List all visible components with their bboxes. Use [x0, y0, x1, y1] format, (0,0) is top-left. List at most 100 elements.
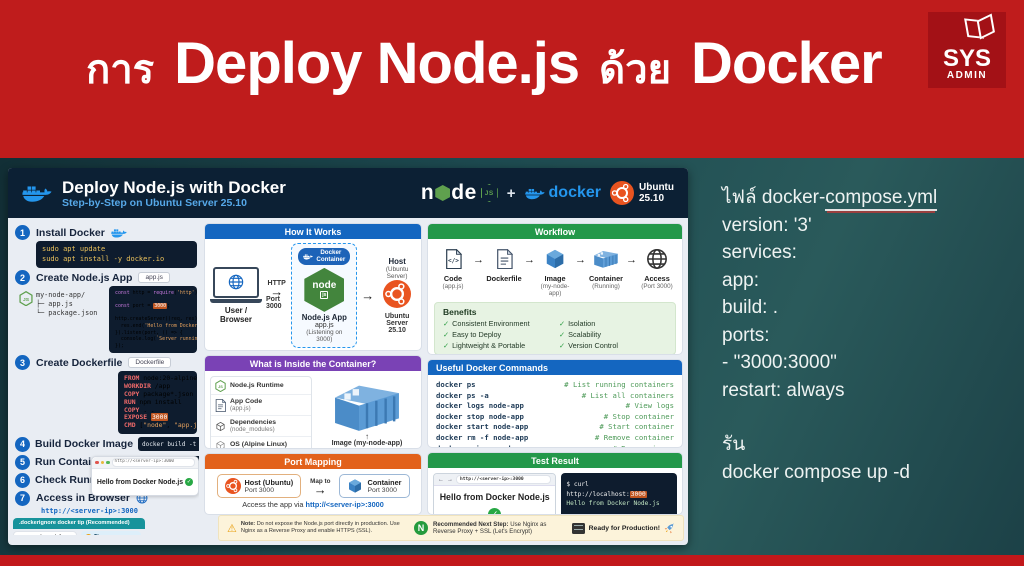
back-icon[interactable]: ← — [438, 476, 444, 483]
docker-whale-icon — [303, 253, 314, 260]
http-arrow: HTTP → Port 3000 — [266, 280, 286, 311]
benefit-item: ✓Lightweight & Portable — [443, 341, 526, 350]
globe-icon — [637, 246, 677, 272]
check-icon: ✓ — [488, 508, 502, 514]
dockerignore-header: .dockerignore docker tip (Recommended) — [13, 517, 145, 529]
code-line: http.createServer((req, res) => { — [115, 316, 197, 323]
step-label: Build Docker Image — [35, 438, 134, 451]
docker-wordmark: docker — [524, 184, 601, 202]
svg-text:JS: JS — [218, 384, 223, 388]
step-label: Run Container — [35, 456, 108, 469]
globe-icon — [136, 492, 148, 504]
command-row: docker start node-app# Start container — [436, 422, 674, 432]
ready-note: Ready for Production! — [571, 522, 675, 534]
appjs-tab[interactable]: app.js — [138, 272, 170, 283]
run-label: รัน — [722, 434, 746, 455]
ubuntu-logo-icon — [383, 279, 412, 308]
code-line: }); — [115, 342, 124, 349]
build-command: docker build -t my-node-app . — [138, 437, 199, 452]
command-row: docker stop node-app# Stop container — [436, 411, 674, 421]
command-row: docker ps# List running containers — [436, 380, 674, 389]
arrow-up-icon: ↑ — [365, 432, 369, 442]
benefit-item: ✓Consistent Environment — [443, 319, 530, 328]
container-content-item: Dependencies(node_modules) — [211, 416, 311, 438]
workflow-node: Access(Port 3000) — [637, 246, 677, 290]
cube-icon — [347, 478, 363, 494]
server-url-link[interactable]: http://<server-ip>:3000 — [41, 506, 138, 515]
container-graphic: ↑ Image (my-node-app) — [318, 376, 416, 448]
js-hexagon-icon: JS — [480, 184, 498, 202]
code-line: RUN npm install — [124, 397, 182, 406]
command-row: docker rmi my-node-app# Remove image — [428, 444, 682, 447]
docker-whale-icon — [524, 186, 545, 200]
workflow-node: Dockerfile — [484, 246, 524, 283]
code-line: WORKDIR /app — [124, 382, 171, 391]
node-hex-icon: JS — [19, 291, 33, 353]
container-port-chip: Container Port 3000 — [339, 474, 410, 498]
browser-toolbar: ←→ http://<server-ip>:3000 — [434, 474, 556, 486]
logo-sys-text: SYS — [942, 45, 992, 72]
command-row: docker ps -a# List all containers — [436, 390, 674, 400]
dockerignore-section: .dockerignore docker tip (Recommended) n… — [13, 517, 145, 535]
app-url-link[interactable]: http://<server-ip>:3000 — [305, 500, 384, 509]
panel-title: What is Inside the Container? — [205, 356, 421, 371]
laptop-icon — [213, 266, 259, 298]
step-number: 7 — [15, 490, 30, 506]
step-number: 1 — [15, 225, 30, 240]
result-text: Hello from Docker Node.js — [439, 492, 550, 502]
compose-notes: ไฟล์ docker-compose.yml version: '3'serv… — [722, 184, 1014, 486]
svg-text:JS: JS — [23, 297, 30, 303]
code-line: res.end('Hello from Docker Node.js\n'); — [115, 322, 197, 329]
container-content-item: OS (Alpine Linux) — [211, 437, 311, 448]
code-line: CMD ["node", "app.js"] — [124, 421, 197, 430]
maximize-icon[interactable] — [106, 460, 110, 465]
command-row: docker logs node-app# View logs — [436, 401, 674, 411]
docker-whale-icon — [22, 182, 52, 204]
run-command: docker compose up -d — [722, 461, 910, 483]
panel-how-it-works: How It Works User / Browser HTTP — [204, 223, 422, 351]
text-line: restart: always — [722, 379, 845, 401]
middle-column: How It Works User / Browser HTTP — [204, 223, 422, 535]
sysadmin-logo: SYS ADMIN — [928, 12, 1006, 88]
svg-text:</>: </> — [448, 257, 459, 264]
server-icon — [571, 522, 585, 534]
nginx-icon: N — [414, 521, 428, 535]
browser-url-field[interactable]: http://<server-ip>:3000 — [456, 475, 552, 484]
step-3: 3 Create Dockerfile Dockerfile — [15, 355, 197, 371]
step-label: Create Node.js App — [36, 271, 133, 284]
node-icon: JS — [215, 379, 226, 392]
step-1: 1 Install Docker — [15, 225, 197, 240]
panel-test-result: Test Result ←→ http://<server-ip>:3000 H… — [427, 452, 683, 515]
text-line: - "3000:3000" — [722, 352, 837, 373]
access-caption: Access the app via http://<server-ip>:30… — [242, 500, 384, 509]
title-thai-1: การ — [86, 48, 155, 92]
dockerfile-tab[interactable]: Dockerfile — [128, 357, 172, 369]
browser-url-field[interactable]: http://<server-ip>:3000 — [111, 458, 195, 467]
step-4: 4 Build Docker Image docker build -t my-… — [15, 436, 199, 452]
text-line: version: '3' — [722, 214, 812, 236]
forward-icon[interactable]: → — [447, 476, 453, 483]
code-line — [115, 310, 191, 317]
dependencies-icon — [215, 421, 226, 432]
panel-title: Test Result — [428, 453, 682, 468]
node-hexagon-icon — [435, 185, 451, 201]
production-note: ⚠ Note: Do not expose the Node.js port d… — [227, 521, 400, 535]
close-icon[interactable] — [95, 460, 99, 465]
code-line: FROM node:20-alpine — [124, 374, 197, 383]
infographic-subtitle: Step-by-Step on Ubuntu Server 25.10 — [62, 196, 247, 209]
shipping-container-icon — [321, 383, 413, 434]
arrow-icon: → — [361, 287, 375, 303]
result-browser-window: ←→ http://<server-ip>:3000 Hello from Do… — [433, 473, 557, 514]
arrow-icon: → — [473, 254, 484, 266]
text-line: ports: — [722, 324, 770, 346]
minimize-icon[interactable] — [100, 460, 104, 465]
panel-docker-commands: Useful Docker Commands docker ps# List r… — [427, 359, 683, 448]
footer-note-bar: ⚠ Note: Do not expose the Node.js port d… — [218, 515, 684, 541]
dockerignore-file-card: node_modulesnpm-debug.log.gitDockerfile.… — [13, 530, 77, 535]
